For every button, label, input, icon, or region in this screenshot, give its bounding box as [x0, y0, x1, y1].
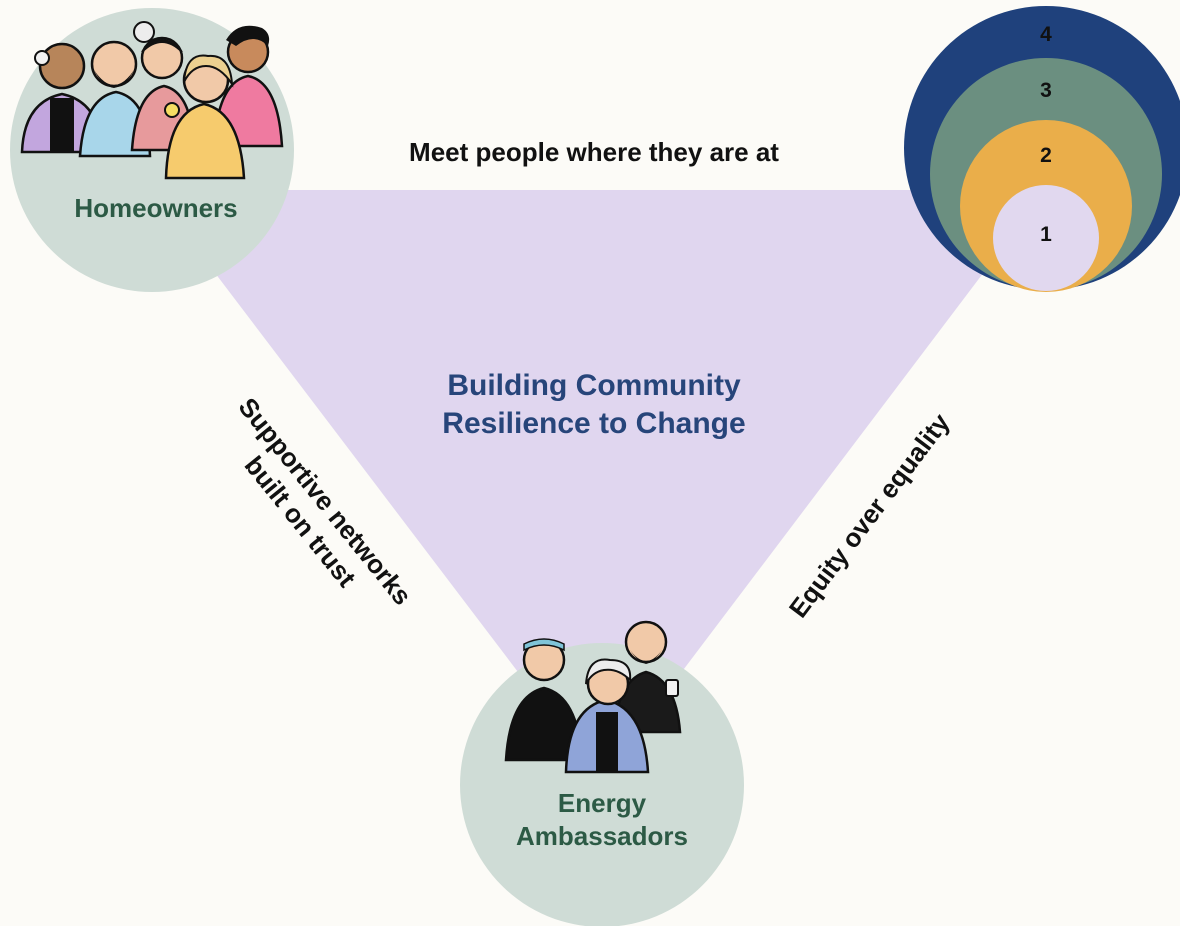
- concentric-rings: 4 3 2 1: [904, 6, 1180, 292]
- edge-label-top: Meet people where they are at: [409, 137, 779, 167]
- ring-number-4: 4: [1040, 23, 1052, 46]
- ring-number-3: 3: [1040, 79, 1052, 102]
- homeowners-label: Homeowners: [74, 193, 237, 223]
- ring-number-2: 2: [1040, 144, 1052, 167]
- ambassadors-group-icon: [504, 620, 682, 774]
- central-triangle: [152, 190, 1046, 780]
- ambassadors-node: Energy Ambassadors: [460, 620, 744, 926]
- ambassadors-label-line1: Energy: [558, 788, 647, 818]
- homeowners-group-icon: [20, 21, 284, 180]
- ring-number-1: 1: [1040, 223, 1052, 246]
- ring-1: [993, 185, 1099, 291]
- ambassadors-label-line2: Ambassadors: [516, 821, 688, 851]
- center-title-line1: Building Community: [447, 369, 741, 402]
- center-title-line2: Resilience to Change: [442, 407, 745, 440]
- homeowners-node: Homeowners: [10, 8, 294, 292]
